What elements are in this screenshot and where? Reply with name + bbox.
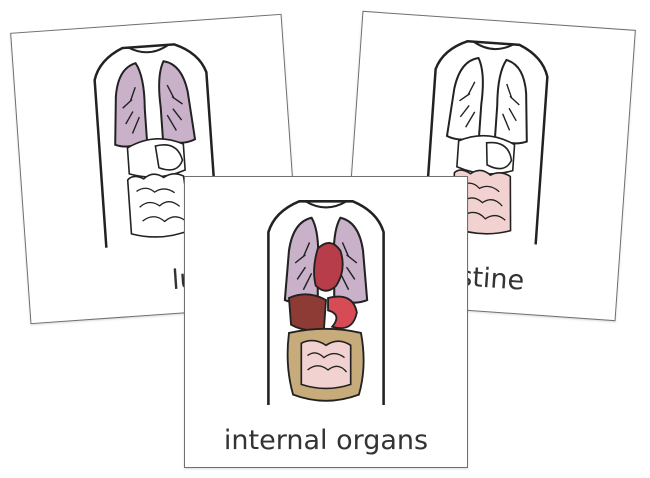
heart-icon [313,242,344,292]
lungs-card: lun [10,13,302,325]
liver-icon [287,293,327,332]
internal-organs-card: internal organs [184,176,468,468]
lungs-icon [283,216,369,304]
intestines-icon [286,327,365,402]
lungs-icon [114,60,197,148]
stomach-icon [327,295,358,330]
abdomen-organs-outline [126,138,193,238]
card-word-label: internal organs [223,425,429,456]
torso-illustration-icon [93,43,220,248]
torso-illustration-icon [267,200,385,405]
lungs-icon [445,56,528,145]
